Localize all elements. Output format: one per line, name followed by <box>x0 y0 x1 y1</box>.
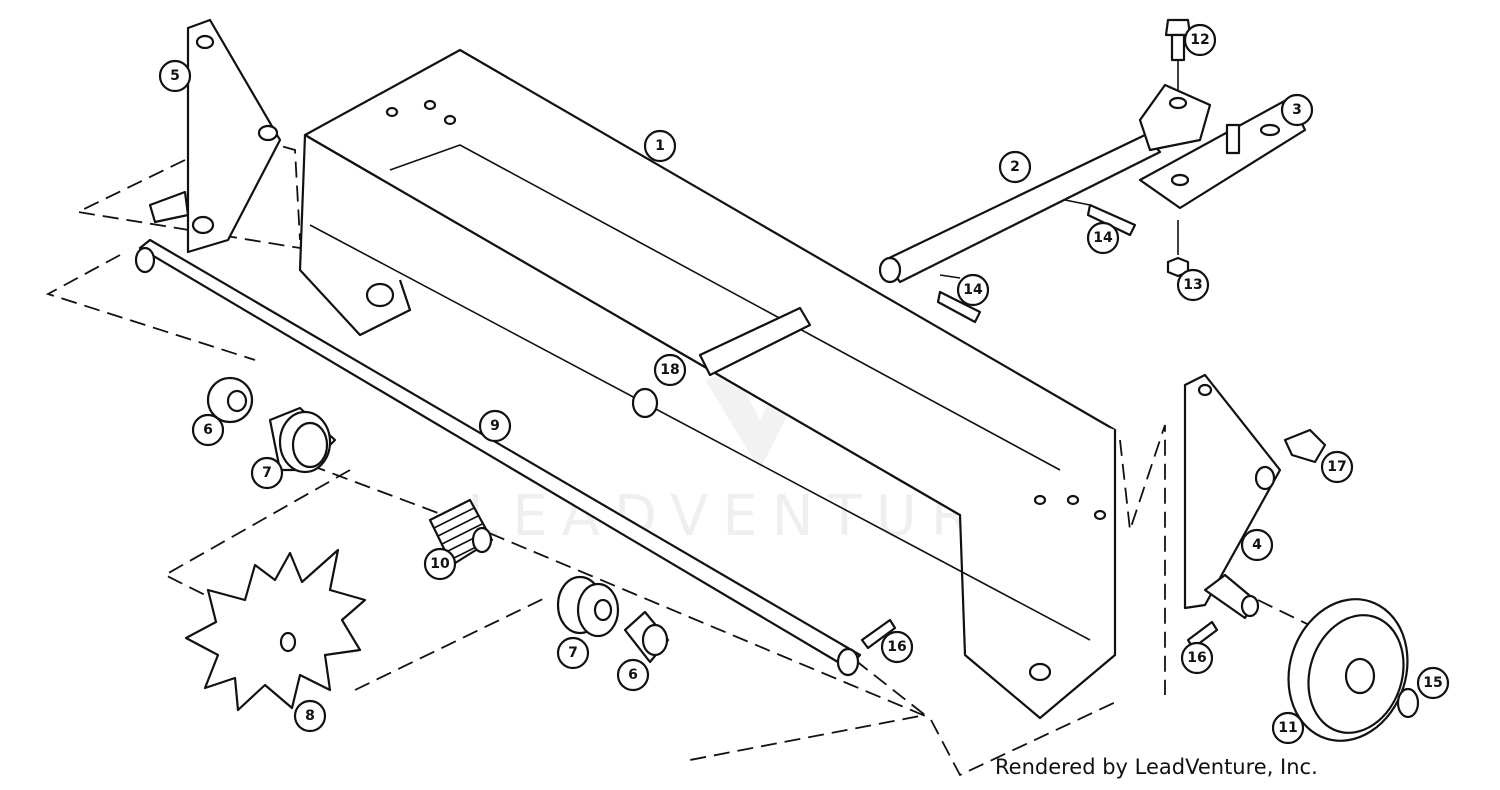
callout-5: 5 <box>158 59 192 93</box>
callout-3: 3 <box>1280 93 1314 127</box>
svg-text:16: 16 <box>887 639 906 655</box>
svg-text:12: 12 <box>1190 32 1209 48</box>
callout-2: 2 <box>998 150 1032 184</box>
callout-18: 18 <box>653 353 687 387</box>
svg-text:8: 8 <box>305 708 315 724</box>
svg-text:1: 1 <box>655 138 665 154</box>
svg-text:6: 6 <box>628 667 638 683</box>
svg-text:14: 14 <box>1093 230 1113 246</box>
callout-7-left: 7 <box>250 456 284 490</box>
star-agitator <box>184 548 367 712</box>
render-credit: Rendered by LeadVenture, Inc. <box>995 755 1318 779</box>
bearing-right <box>556 575 620 638</box>
svg-text:4: 4 <box>1252 537 1262 553</box>
callout-12: 12 <box>1183 23 1217 57</box>
bolt <box>1164 18 1192 62</box>
callout-15: 15 <box>1416 666 1450 700</box>
bushing-right <box>623 610 670 664</box>
bearing-left <box>268 406 337 474</box>
callout-17: 17 <box>1320 450 1354 484</box>
mounting-bracket <box>1138 96 1307 210</box>
svg-text:9: 9 <box>490 418 500 434</box>
right-side-plate <box>1183 373 1282 620</box>
wheel-washer <box>1396 687 1420 719</box>
svg-text:14: 14 <box>963 282 983 298</box>
pin-shaft-end <box>860 618 897 650</box>
callout-8: 8 <box>293 699 327 733</box>
cotter-pin-upper <box>1086 203 1137 237</box>
callout-14-upper: 14 <box>1086 221 1120 255</box>
svg-text:11: 11 <box>1278 720 1297 736</box>
svg-text:3: 3 <box>1292 102 1302 118</box>
screw <box>1283 428 1327 464</box>
callout-6-left: 6 <box>191 413 225 447</box>
svg-text:16: 16 <box>1187 650 1206 666</box>
callout-10: 10 <box>423 547 457 581</box>
svg-text:6: 6 <box>203 422 213 438</box>
svg-text:2: 2 <box>1010 159 1020 175</box>
callout-7-right: 7 <box>556 636 590 670</box>
bushing-left <box>206 376 254 424</box>
callout-6-right: 6 <box>616 658 650 692</box>
svg-text:13: 13 <box>1183 277 1202 293</box>
svg-text:18: 18 <box>660 362 679 378</box>
svg-text:10: 10 <box>430 556 450 572</box>
svg-text:7: 7 <box>262 465 272 481</box>
callout-1: 1 <box>643 129 677 163</box>
left-side-plate <box>148 18 282 254</box>
hopper-box <box>298 48 1117 720</box>
callout-4: 4 <box>1240 528 1274 562</box>
callout-13: 13 <box>1176 268 1210 302</box>
cotter-pin-lower <box>936 290 982 324</box>
callout-16-left: 16 <box>880 630 914 664</box>
svg-text:5: 5 <box>170 68 180 84</box>
svg-text:17: 17 <box>1327 459 1346 475</box>
callout-16-right: 16 <box>1180 641 1214 675</box>
svg-text:7: 7 <box>568 645 578 661</box>
callout-11: 11 <box>1271 711 1305 745</box>
shaft-washer <box>631 387 659 419</box>
callout-14-lower: 14 <box>956 273 990 307</box>
pivot-arm <box>878 83 1212 284</box>
svg-text:15: 15 <box>1423 675 1442 691</box>
long-shaft <box>134 238 862 677</box>
wheel <box>1287 598 1409 742</box>
callout-9: 9 <box>478 409 512 443</box>
